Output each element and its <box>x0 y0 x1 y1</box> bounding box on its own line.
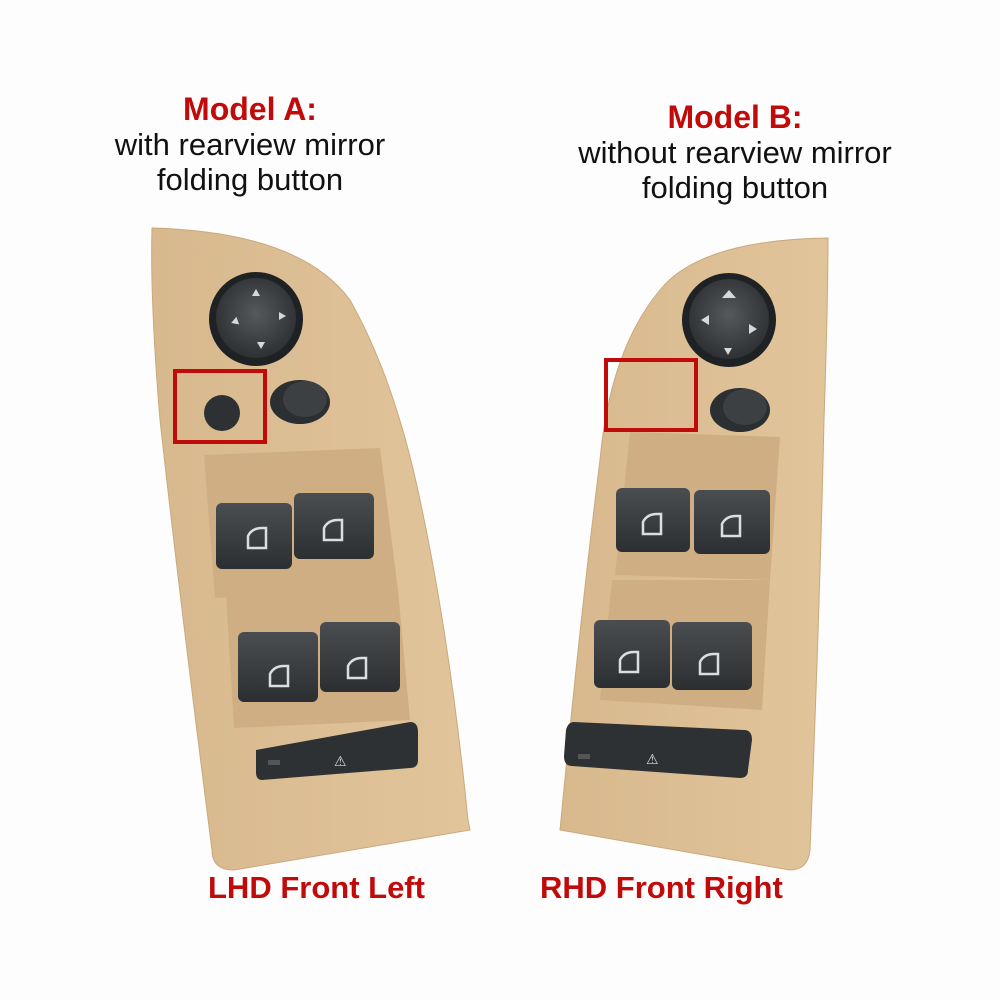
model-a-caption: Model A: with rearview mirror folding bu… <box>80 91 420 197</box>
model-b-line1: without rearview mirror <box>578 134 892 170</box>
highlight-box <box>604 358 698 432</box>
highlight-box <box>173 369 267 444</box>
mirror-joystick-icon <box>682 273 776 367</box>
svg-text:⚠: ⚠ <box>646 752 659 768</box>
model-b-line2: folding button <box>641 169 829 205</box>
mirror-joystick-icon <box>209 272 303 366</box>
child-lock-icon: ⚠ <box>564 722 752 778</box>
model-a-line2: folding button <box>156 161 344 197</box>
model-a-footer: LHD Front Left <box>208 870 425 905</box>
fold-button-icon <box>204 395 240 431</box>
model-b-title: Model B: <box>667 99 803 135</box>
window-switch-icon <box>594 488 770 690</box>
model-b-footer: RHD Front Right <box>540 870 783 905</box>
panel-model-a: ⚠ <box>151 227 471 871</box>
child-lock-icon: ⚠ <box>256 722 418 780</box>
model-b-caption: Model B: without rearview mirror folding… <box>555 99 915 205</box>
panel-model-b: ⚠ <box>559 237 829 871</box>
svg-text:⚠: ⚠ <box>334 754 347 770</box>
model-a-line1: with rearview mirror <box>114 126 386 162</box>
window-switch-icon <box>216 493 400 702</box>
model-a-title: Model A: <box>183 91 317 127</box>
